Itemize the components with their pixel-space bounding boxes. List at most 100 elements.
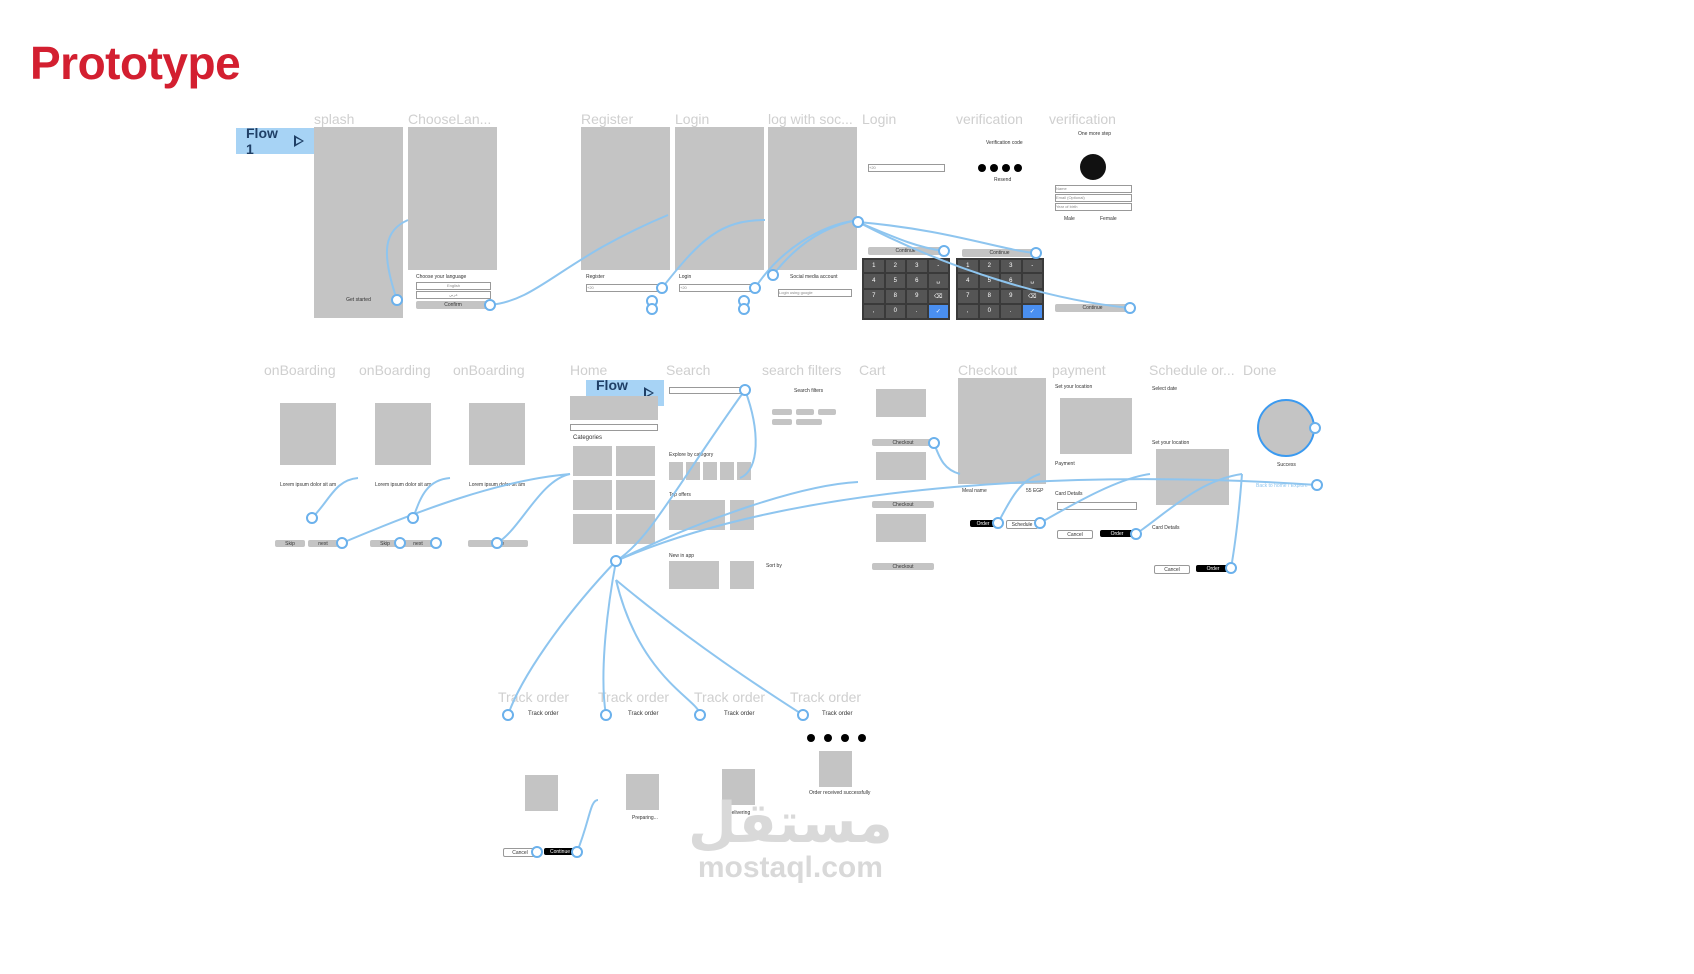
set-location-heading: Set your location [1055,384,1093,390]
cart-checkout-button[interactable]: Checkout [872,439,934,446]
frame-label-track-3: Track order [694,689,766,705]
frame-label-login-social: log with soc... [768,111,853,127]
category-seafood[interactable] [616,480,655,510]
name-field[interactable]: Name [1055,185,1132,193]
male-option[interactable]: Male [1064,216,1075,222]
frame-label-verification-2: verification [1049,111,1116,127]
splash-screen [314,127,403,318]
payment-cancel-button[interactable]: Cancel [1057,530,1093,539]
confirm-language-button[interactable]: Confirm [416,301,490,309]
link-home-cart [615,481,859,562]
cart-item-card[interactable] [876,514,926,542]
next-button-1[interactable]: next [308,540,338,547]
track-continue-button[interactable]: Continue [544,848,576,855]
new-item-card[interactable] [730,561,754,589]
cart-item-card[interactable] [876,452,926,480]
back-home-link[interactable]: Back to home / Explore [1256,483,1308,489]
login-google-button[interactable]: Login using google [778,289,852,297]
arabic-option[interactable]: عربي [416,291,491,299]
filter-chip[interactable] [818,409,836,415]
explore-tile[interactable] [720,462,734,480]
link-social-phone [772,219,859,276]
resend-link[interactable]: Resend [994,177,1012,183]
schedule-order-button[interactable]: Order [1196,565,1230,572]
explore-tile[interactable] [737,462,751,480]
code-dot [978,164,986,172]
flow-1-label: Flow 1 [246,125,278,157]
home-banner [570,396,658,420]
top-offers-heading: Top offers [669,492,691,498]
get-started-button[interactable]: Get started [321,296,396,304]
order-now-button[interactable]: Order [970,520,996,527]
watermark-latin: mostaql.com [697,851,883,884]
select-date-heading: Select date [1152,386,1178,392]
category-desserts[interactable] [573,514,612,544]
category-breakfast[interactable] [573,446,612,476]
link-track3 [615,579,701,716]
phone-number-field[interactable]: +20 [868,164,945,172]
category-dinner[interactable] [616,446,655,476]
stage-dot [841,734,849,742]
payment-order-button[interactable]: Order [1100,530,1134,537]
filter-chip[interactable] [796,409,814,415]
filter-chip[interactable] [796,419,822,425]
login-image [675,127,764,270]
link-onb1-next [311,477,359,519]
search-filters-heading: Search filters [794,388,824,394]
profile-continue-button[interactable]: Continue [1055,304,1130,312]
skip-button-2[interactable]: Skip [370,540,400,547]
card-number-field[interactable] [1057,502,1137,510]
onboarding-text-2: Lorem ipsum dolor sit am [375,482,432,488]
link-onb3-home [496,473,571,544]
filter-chip[interactable] [772,419,792,425]
track-order-title-3: Track order [724,711,755,717]
frame-label-checkout: Checkout [958,362,1018,378]
verification-code-label: Verification code [986,140,1023,146]
explore-tile[interactable] [703,462,717,480]
play-icon [644,387,654,399]
frame-label-register: Register [581,111,634,127]
offer-card[interactable] [730,500,754,530]
schedule-map[interactable] [1156,449,1229,505]
mostaql-watermark: مستقل mostaql.com [688,796,893,884]
explore-category-heading: Explore by category [669,452,714,458]
frame-label-track-4: Track order [790,689,862,705]
home-search-field[interactable] [570,424,658,431]
link-pay-done [1135,473,1243,535]
verify-continue-button[interactable]: Continue [962,249,1037,257]
birth-year-field[interactable]: Year of birth [1055,203,1132,211]
sort-by-heading: Sort by [766,563,782,569]
new-in-app-heading: New in app [669,553,695,559]
onboarding-image-2 [375,403,431,465]
category-snacks[interactable] [573,480,612,510]
payment-map[interactable] [1060,398,1132,454]
frame-label-search-filters: search filters [762,362,842,378]
skip-button-1[interactable]: Skip [275,540,305,547]
choose-language-image [408,127,497,270]
onboarding-text-3: Lorem ipsum dolor sit am [469,482,526,488]
social-login-image [768,127,857,270]
cart-item-card[interactable] [876,389,926,417]
code-dot [1014,164,1022,172]
next-button-2[interactable]: next [403,540,433,547]
explore-tile[interactable] [669,462,683,480]
link-search-filters [739,389,757,479]
english-option[interactable]: English [416,282,491,290]
new-item-card[interactable] [669,561,719,589]
email-field[interactable]: Email (Optional) [1055,194,1132,202]
female-option[interactable]: Female [1100,216,1117,222]
track-order-title-1: Track order [528,711,559,717]
choose-language-label: Choose your language [416,274,467,280]
filter-chip[interactable] [772,409,792,415]
explore-tile[interactable] [686,462,700,480]
avatar-icon[interactable] [1080,154,1106,180]
cart-checkout-button[interactable]: Checkout [872,563,934,570]
preparing-label: Preparing... [632,815,658,821]
flow-1-tag[interactable]: Flow 1 [236,125,314,157]
schedule-cancel-button[interactable]: Cancel [1154,565,1190,574]
continue-button[interactable]: Continue [868,247,943,255]
cart-checkout-button[interactable]: Checkout [872,501,934,508]
